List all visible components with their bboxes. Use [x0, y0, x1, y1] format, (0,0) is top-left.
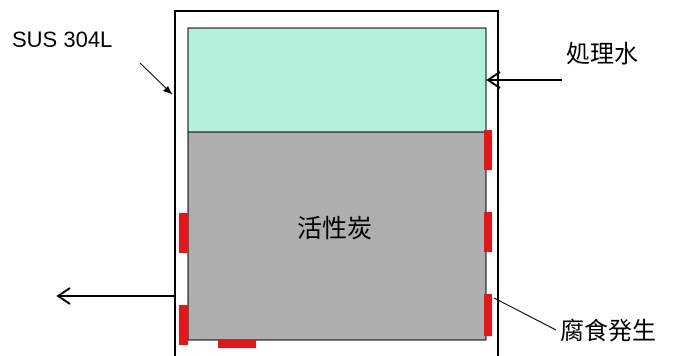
activated-carbon-layer — [187, 131, 487, 341]
treated-water-label: 処理水 — [566, 40, 638, 68]
outlet-arrow — [56, 287, 176, 305]
corrosion-label: 腐食発生 — [560, 317, 656, 345]
water-layer — [187, 27, 487, 133]
corrosion-spot-left-bottom — [179, 305, 188, 345]
corrosion-spot-right-bottom — [484, 294, 492, 336]
corrosion-spots — [179, 130, 492, 348]
corrosion-spot-left-middle — [179, 213, 188, 253]
water-inlet-arrow — [486, 71, 562, 89]
material-leader-arrow — [139, 62, 173, 95]
corrosion-spot-right-top — [484, 130, 492, 170]
corrosion-leader-line — [493, 297, 557, 331]
activated-carbon-label: 活性炭 — [297, 214, 373, 243]
material-label: SUS 304L — [12, 27, 113, 52]
corrosion-spot-bottom — [218, 340, 256, 348]
corrosion-spot-right-middle — [484, 212, 492, 252]
